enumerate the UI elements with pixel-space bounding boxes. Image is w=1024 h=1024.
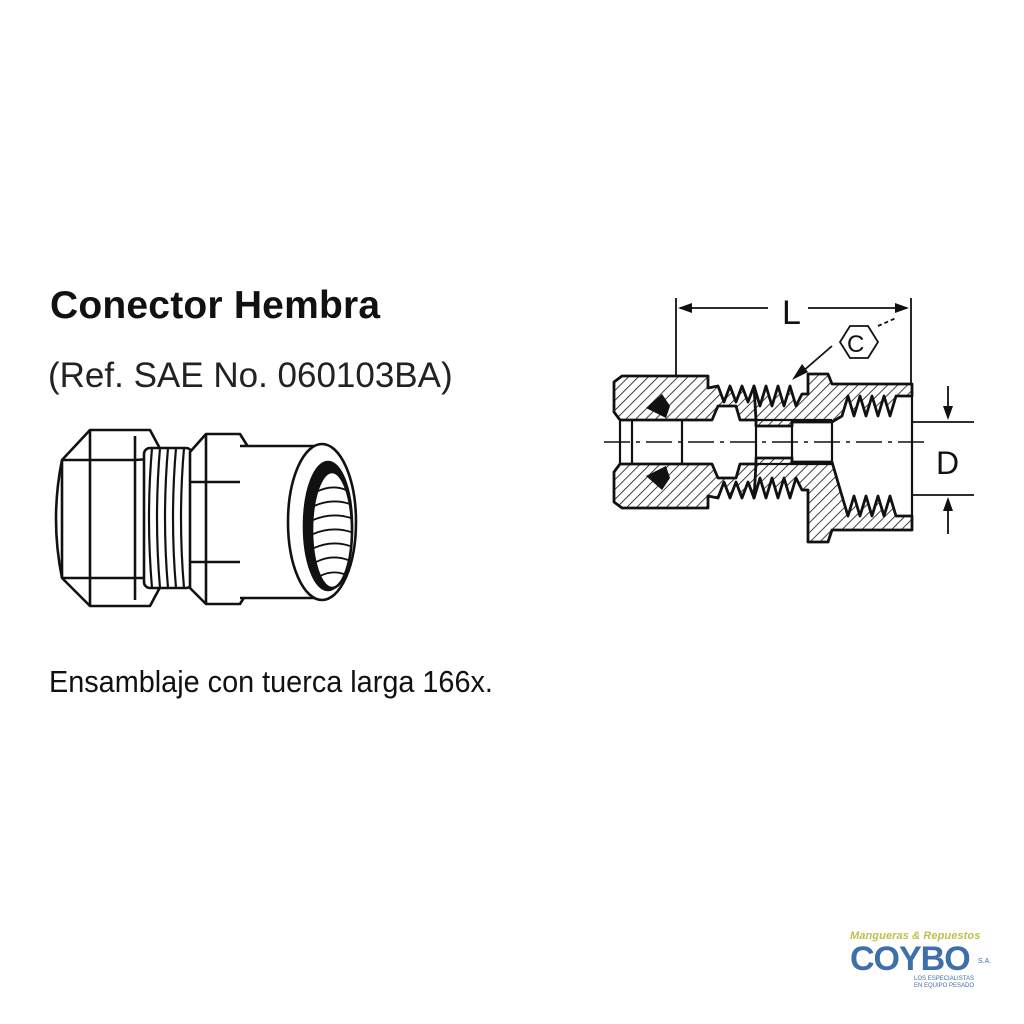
assembly-caption: Ensamblaje con tuerca larga 166x. (49, 664, 493, 699)
ferrule-sleeve (646, 394, 670, 490)
company-logo: Mangueras & Repuestos COYBO S.A. LOS ESP… (846, 930, 998, 998)
page-title: Conector Hembra (50, 284, 381, 327)
hex-label: C (847, 331, 864, 358)
diameter-label: D (936, 445, 959, 481)
cross-section-drawing: L C D (604, 294, 974, 544)
logo-tagline: LOS ESPECIALISTAS EN EQUIPO PESADO (892, 976, 996, 990)
logo-brand: COYBO (850, 940, 971, 978)
reference-subtitle: (Ref. SAE No. 060103BA) (48, 356, 453, 395)
upper-wall-section (612, 374, 762, 422)
logo-tagline-1: LOS ESPECIALISTAS (914, 976, 974, 982)
length-label: L (782, 294, 801, 332)
diameter-dimension (912, 386, 974, 534)
logo-tagline-2: EN EQUIPO PESADO (913, 983, 974, 989)
hex-callout (792, 317, 897, 380)
logo-top-line: Mangueras & Repuestos (850, 930, 981, 942)
fitting-3d-illustration (54, 428, 358, 608)
lower-wall-section (612, 462, 762, 510)
logo-suffix: S.A. (978, 958, 992, 965)
